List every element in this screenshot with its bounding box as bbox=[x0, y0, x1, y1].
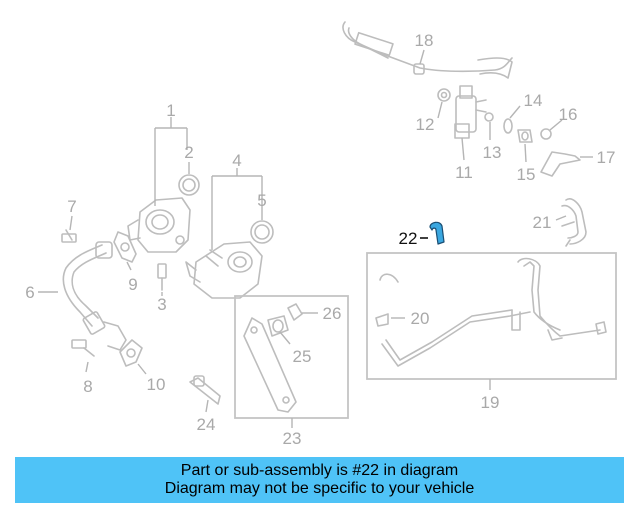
callout-18: 18 bbox=[415, 31, 434, 50]
part-16-washer bbox=[540, 128, 552, 140]
callout-6: 6 bbox=[25, 283, 34, 302]
callout-22: 22 bbox=[399, 229, 418, 248]
banner-line-disclaimer: Diagram may not be specific to your vehi… bbox=[164, 480, 475, 497]
callout-17: 17 bbox=[597, 148, 616, 167]
callout-14: 14 bbox=[524, 91, 543, 110]
part-7-bolt bbox=[61, 229, 77, 243]
part-9-gasket bbox=[113, 231, 137, 263]
callout-9: 9 bbox=[128, 275, 137, 294]
callout-labels: 1 2 3 4 5 6 7 8 9 10 11 12 13 14 15 16 1… bbox=[25, 31, 615, 448]
banner-line-part: Part or sub-assembly is #22 in diagram bbox=[180, 462, 459, 479]
part-2-gasket bbox=[178, 174, 200, 196]
part-22-hose-highlighted bbox=[429, 221, 445, 245]
callout-8: 8 bbox=[83, 377, 92, 396]
part-5-gasket bbox=[250, 220, 274, 244]
part-17-bracket bbox=[540, 151, 581, 177]
callout-12: 12 bbox=[416, 115, 435, 134]
callout-21: 21 bbox=[533, 213, 552, 232]
part-15-grommet bbox=[517, 129, 533, 143]
part-14-oring bbox=[503, 118, 513, 134]
callout-5: 5 bbox=[257, 191, 266, 210]
group-box-19 bbox=[366, 252, 617, 380]
info-banner: Part or sub-assembly is #22 in diagram D… bbox=[15, 457, 624, 503]
callout-13: 13 bbox=[483, 143, 502, 162]
leader-lines bbox=[38, 49, 593, 428]
part-24-bolt bbox=[189, 375, 221, 405]
callout-20: 20 bbox=[411, 309, 430, 328]
part-11-valve bbox=[454, 85, 487, 139]
callout-25: 25 bbox=[293, 347, 312, 366]
part-8-bolt bbox=[71, 339, 95, 357]
callout-23: 23 bbox=[283, 429, 302, 448]
callout-2: 2 bbox=[184, 143, 193, 162]
callout-11: 11 bbox=[455, 163, 473, 182]
callout-16: 16 bbox=[559, 105, 578, 124]
part-18-hose bbox=[342, 21, 513, 79]
callout-24: 24 bbox=[197, 415, 216, 434]
part-21-hose bbox=[561, 198, 587, 247]
callout-1: 1 bbox=[166, 101, 175, 120]
part-10-gasket bbox=[119, 339, 143, 367]
callout-7: 7 bbox=[67, 197, 76, 216]
part-6-egr-pipe bbox=[62, 241, 127, 351]
callout-4: 4 bbox=[232, 151, 241, 170]
callout-3: 3 bbox=[157, 295, 166, 314]
part-3-bolt bbox=[157, 263, 167, 291]
callout-19: 19 bbox=[481, 393, 500, 412]
callout-26: 26 bbox=[323, 304, 342, 323]
part-13-clip bbox=[484, 112, 494, 122]
part-12-cap bbox=[437, 88, 451, 102]
part-1-egr-valve bbox=[127, 197, 191, 253]
callout-10: 10 bbox=[147, 375, 166, 394]
callout-15: 15 bbox=[517, 165, 536, 184]
part-4-egr-assembly bbox=[185, 241, 263, 299]
